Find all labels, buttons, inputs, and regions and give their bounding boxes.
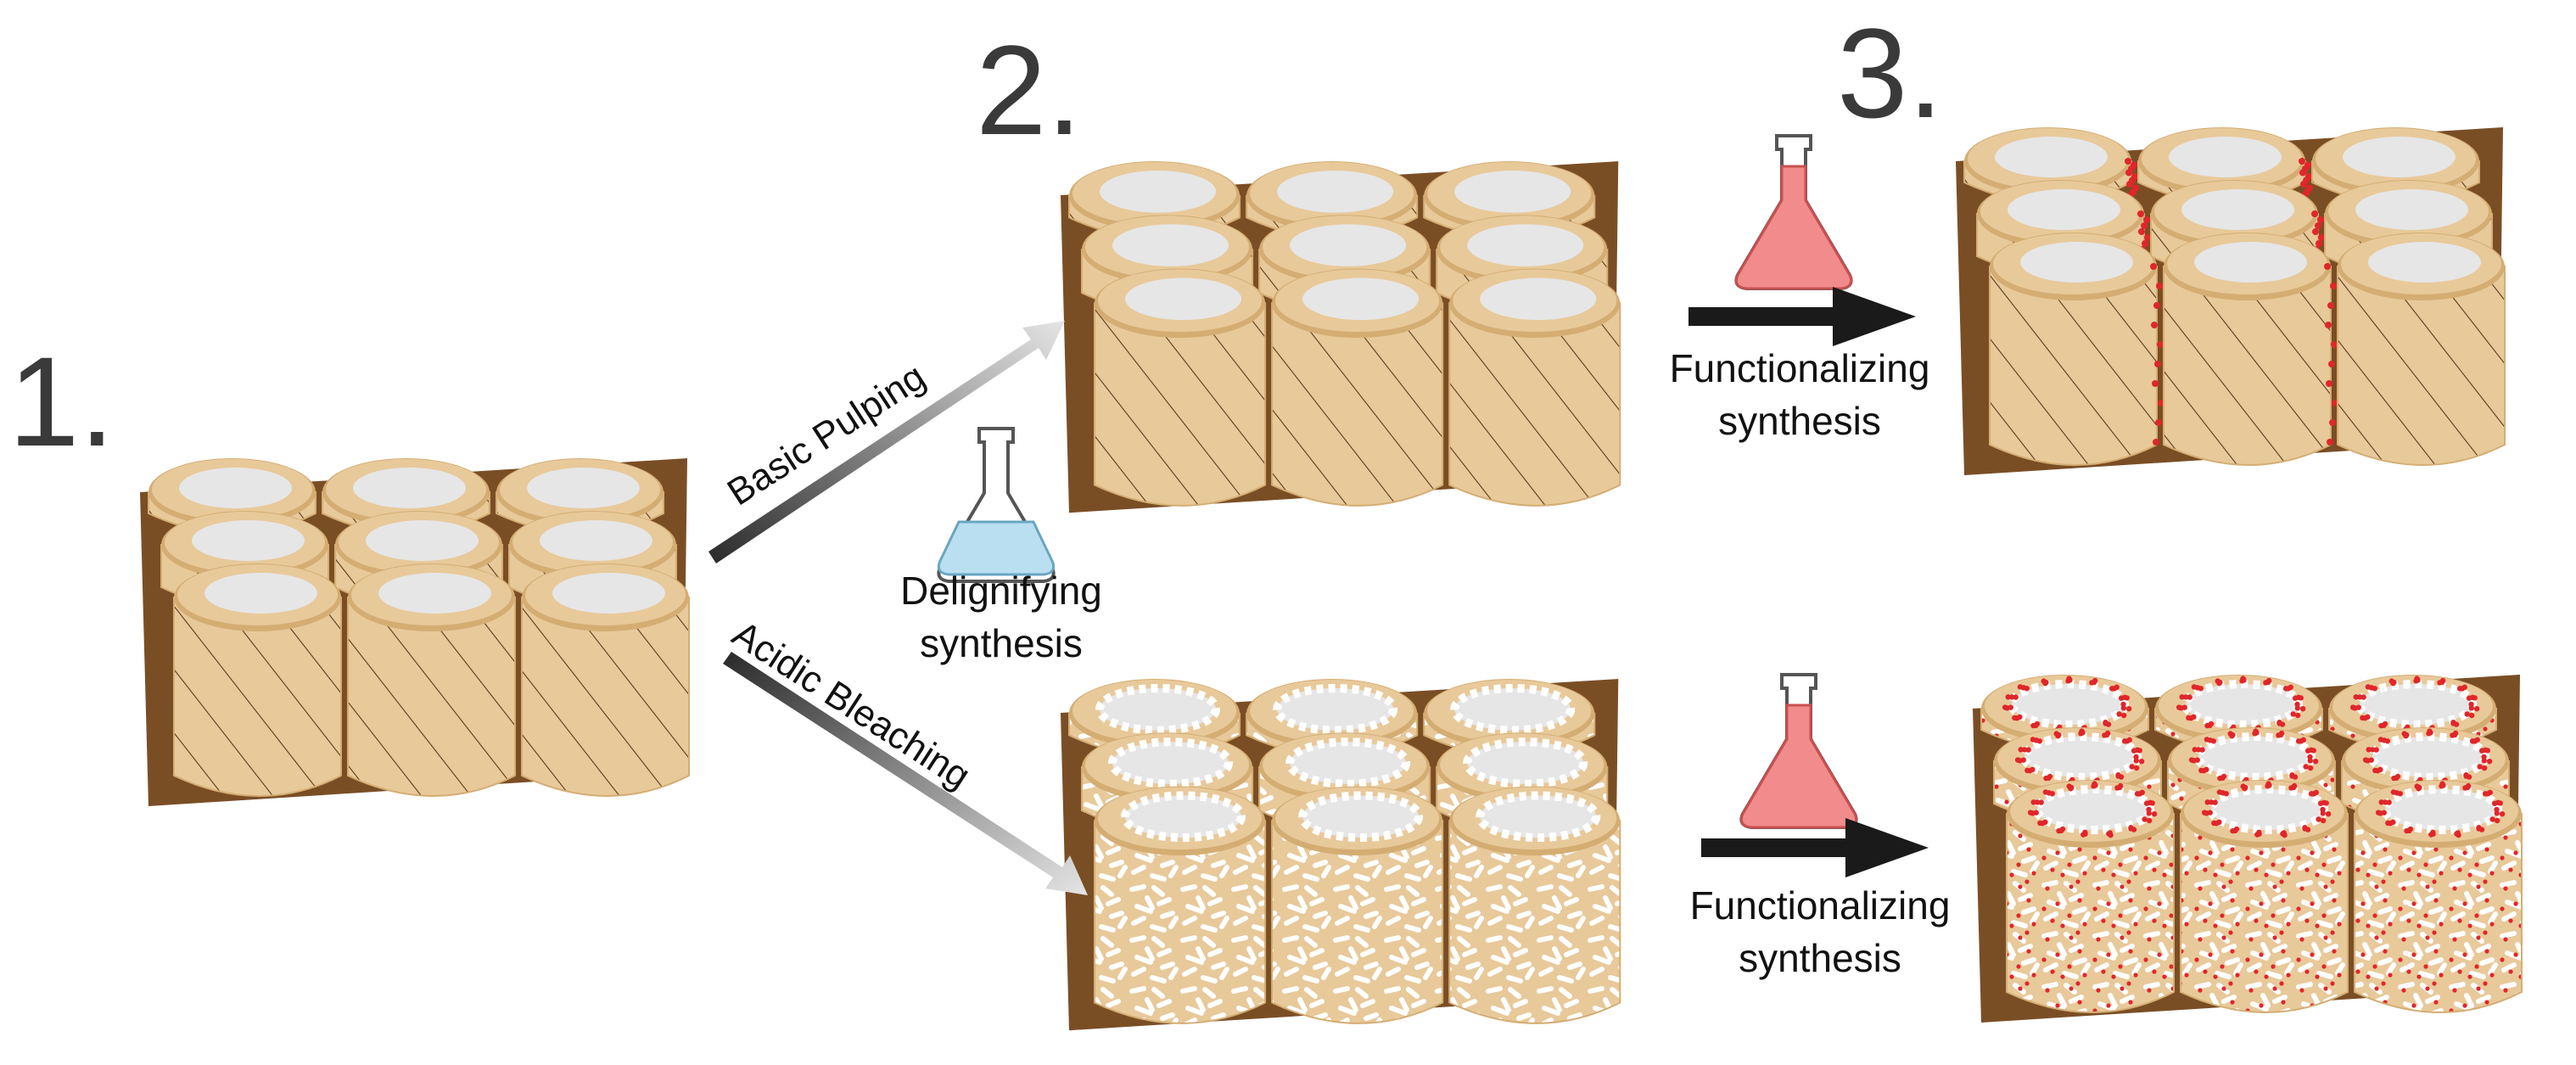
pulped-wood-block <box>1061 161 1621 513</box>
arrow-icon <box>1688 287 1916 346</box>
wood-cell <box>1448 786 1621 1024</box>
basic-pulping-arrow <box>708 321 1065 563</box>
step-number-1: 1. <box>8 330 115 473</box>
bleached-wood-block <box>1061 679 1621 1031</box>
wood-cell <box>1989 233 2164 466</box>
wood-cell <box>2150 180 2326 277</box>
wood-cell <box>2006 780 2175 1013</box>
wood-cell <box>521 563 690 797</box>
flask-icon <box>1739 673 1858 829</box>
wood-cell <box>1448 268 1621 507</box>
step-number-2: 2. <box>976 19 1082 161</box>
flask-icon <box>1734 134 1853 290</box>
wood-cell <box>2337 233 2506 466</box>
wood-cell <box>2180 780 2349 1013</box>
delignifying-caption-line2: synthesis <box>920 621 1083 665</box>
delignifying-caption-line1: Delignifying <box>900 569 1102 613</box>
wood-cell <box>347 563 516 797</box>
wood-cell <box>1271 268 1444 507</box>
flask-icon <box>937 427 1056 583</box>
wood-cell <box>1980 675 2149 751</box>
wood-cell <box>2163 233 2338 466</box>
functionalizing-top-caption-line1: Functionalizing <box>1670 346 1930 390</box>
arrow-icon <box>1701 818 1929 877</box>
acidic-bleaching-arrow <box>723 652 1088 895</box>
functionalized-bleached-block <box>1973 675 2523 1023</box>
wood-cell <box>2328 675 2497 751</box>
functionalizing-bottom-caption-line1: Functionalizing <box>1690 883 1951 928</box>
native-wood-block <box>140 458 690 806</box>
wood-cell <box>1246 679 1419 757</box>
wood-cell <box>2354 780 2523 1013</box>
functionalized-pulped-block <box>1956 127 2506 475</box>
wood-cell <box>1271 786 1444 1024</box>
wood-cell <box>1094 786 1267 1024</box>
wood-cell <box>2167 727 2336 825</box>
functionalizing-bottom-caption-line2: synthesis <box>1739 936 1901 980</box>
step-number-3: 3. <box>1837 2 1943 144</box>
wood-cell <box>1094 268 1267 507</box>
wood-cell <box>173 563 342 797</box>
functionalizing-top-caption-line2: synthesis <box>1718 399 1881 443</box>
